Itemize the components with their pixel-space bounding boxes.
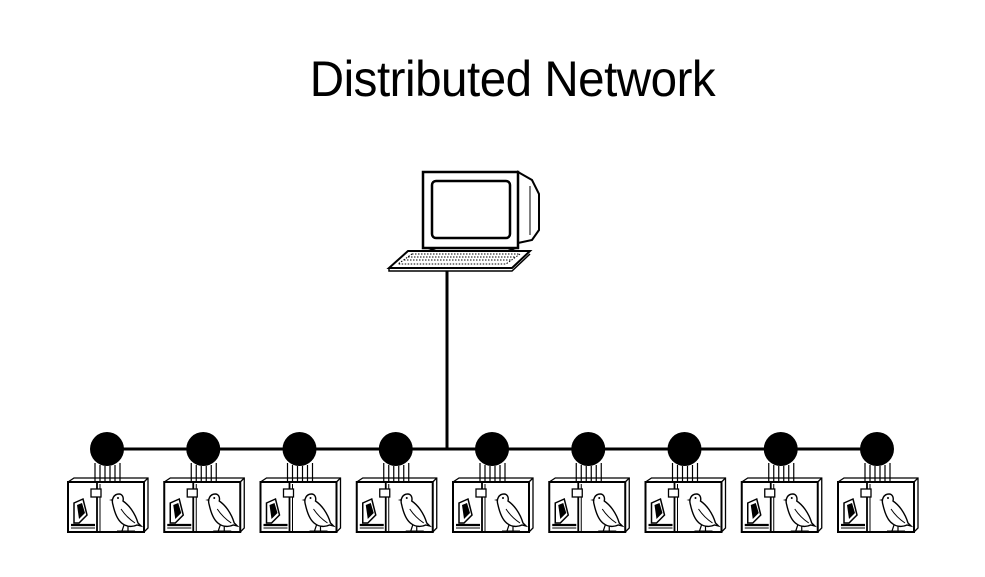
bird-chamber-icon xyxy=(451,430,535,534)
station-3 xyxy=(259,430,342,534)
bird-chamber-icon xyxy=(355,430,438,534)
bird-chamber-icon xyxy=(548,430,631,534)
bird-chamber-icon xyxy=(66,430,150,534)
bird-chamber-icon xyxy=(836,430,920,534)
bird-chamber-icon xyxy=(644,430,727,534)
bird-chamber-icon xyxy=(740,430,823,534)
station-group xyxy=(66,430,920,534)
diagram-title: Distributed Network xyxy=(309,51,716,107)
station-7 xyxy=(644,430,727,534)
station-8 xyxy=(740,430,823,534)
station-4 xyxy=(355,430,438,534)
station-9 xyxy=(836,430,920,534)
bird-chamber-icon xyxy=(163,430,246,534)
station-6 xyxy=(548,430,631,534)
station-1 xyxy=(66,430,150,534)
bird-chamber-icon xyxy=(259,430,342,534)
station-2 xyxy=(163,430,246,534)
computer-terminal-icon xyxy=(386,170,540,272)
station-5 xyxy=(451,430,535,534)
